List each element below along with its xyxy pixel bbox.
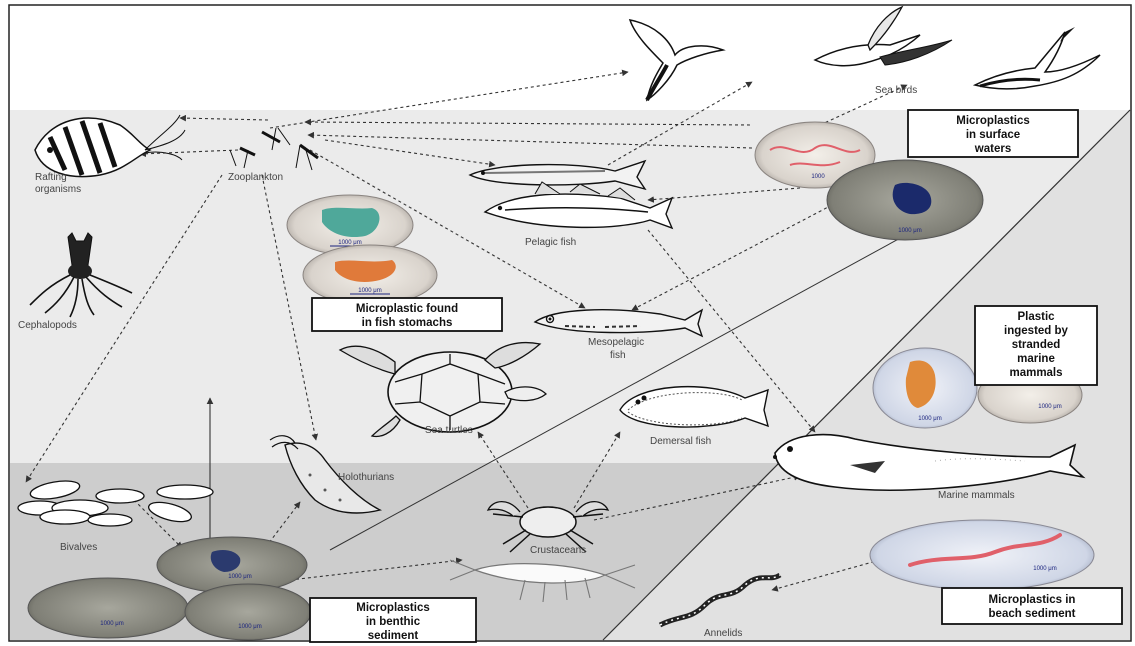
annelid-icon	[658, 572, 782, 628]
stomach-green-scale: 1000 μm	[338, 240, 361, 246]
box-mammals-line5: mammals	[1009, 367, 1062, 379]
label-sea-birds: Sea birds	[875, 85, 917, 96]
sardine-icon	[468, 159, 647, 191]
mammal-orange-scale: 1000 μm	[918, 416, 941, 422]
stomach-orange-sample: 1000 μm	[302, 244, 438, 306]
diagram-frame	[8, 4, 1132, 642]
box-stranded-mammals: Plastic ingested by stranded marine mamm…	[974, 305, 1098, 386]
rafting-organism-icon	[34, 114, 186, 178]
benthic-left-sample: 1000 μm	[27, 577, 189, 639]
demersal-fish-icon	[619, 386, 769, 428]
stomach-green-sample: 1000 μm	[286, 194, 414, 256]
box-surface-waters: Microplastics in surface waters	[907, 109, 1079, 158]
seabird-left-icon	[628, 19, 726, 102]
cephalopod-icon	[29, 232, 133, 318]
crab-icon	[486, 500, 610, 553]
box-stomach-line2: in fish stomachs	[362, 317, 453, 329]
seal-icon	[773, 433, 1086, 491]
stomach-orange-scale: 1000 μm	[358, 288, 381, 294]
label-sea-turtles: Sea turtles	[425, 425, 473, 436]
benthic-top-scale: 1000 μm	[228, 574, 251, 580]
box-beach-line1: Microplastics in	[989, 594, 1076, 606]
box-benthic-line3: sediment	[368, 630, 419, 642]
label-cephalopods: Cephalopods	[18, 320, 77, 331]
beach-sample: 1000 μm	[869, 519, 1095, 591]
mesopelagic-fish-icon	[533, 308, 704, 338]
label-annelids: Annelids	[704, 628, 742, 639]
label-holothurians: Holothurians	[338, 472, 394, 483]
box-mammals-line4: marine	[1017, 353, 1055, 365]
box-beach-line2: beach sediment	[989, 608, 1076, 620]
beach-edge-line	[602, 109, 1131, 641]
box-benthic-line2: in benthic	[366, 616, 421, 628]
label-rafting-line1: Rafting	[35, 172, 67, 183]
gradient-separator-line	[329, 229, 916, 551]
seabird-right-icon	[972, 27, 1101, 90]
arrows	[25, 69, 908, 592]
zooplankton-icon	[229, 127, 319, 171]
mammal-orange-sample: 1000 μm	[872, 347, 978, 429]
label-zooplankton: Zooplankton	[228, 172, 283, 183]
seabird-middle-icon	[813, 5, 953, 67]
benthic-right-scale: 1000 μm	[238, 624, 261, 630]
mammal-pink-scale: 1000 μm	[1038, 404, 1061, 410]
label-demersal-fish: Demersal fish	[650, 436, 711, 447]
surface-blue-scale: 1000 μm	[898, 228, 921, 234]
surface-red-scale: 1000	[811, 174, 825, 180]
sea-turtle-icon	[338, 341, 547, 438]
label-rafting-line2: organisms	[35, 184, 81, 195]
box-mammals-line3: stranded	[1012, 339, 1061, 351]
box-fish-stomachs: Microplastic found in fish stomachs	[311, 297, 503, 332]
box-benthic-line1: Microplastics	[356, 602, 430, 614]
box-benthic-sediment: Microplastics in benthic sediment	[309, 597, 477, 643]
label-marine-mammals: Marine mammals	[938, 490, 1015, 501]
shrimp-icon	[449, 559, 636, 603]
label-pelagic-fish: Pelagic fish	[525, 237, 576, 248]
box-surface-line3: waters	[974, 143, 1011, 155]
holothurian-icon	[269, 435, 383, 514]
label-bivalves: Bivalves	[60, 542, 97, 553]
box-stomach-line1: Microplastic found	[356, 303, 458, 315]
beach-scale: 1000 μm	[1033, 566, 1056, 572]
box-surface-line2: in surface	[966, 129, 1020, 141]
sky-area	[10, 6, 1130, 110]
benthic-left-scale: 1000 μm	[100, 621, 123, 627]
bivalves-icon	[17, 480, 214, 527]
box-mammals-line2: ingested by	[1004, 325, 1069, 337]
label-mesopelagic-line2: fish	[610, 350, 626, 361]
box-surface-line1: Microplastics	[956, 115, 1030, 127]
box-beach-sediment: Microplastics in beach sediment	[941, 587, 1123, 625]
surface-blue-sample: 1000 μm	[826, 159, 984, 241]
label-mesopelagic-line1: Mesopelagic	[588, 337, 644, 348]
box-mammals-line1: Plastic	[1017, 311, 1055, 323]
surface-red-sample: 1000	[754, 121, 876, 189]
pelagic-fish-icon	[483, 181, 674, 230]
label-crustaceans: Crustaceans	[530, 545, 586, 556]
benthic-right-sample: 1000 μm	[184, 583, 312, 641]
